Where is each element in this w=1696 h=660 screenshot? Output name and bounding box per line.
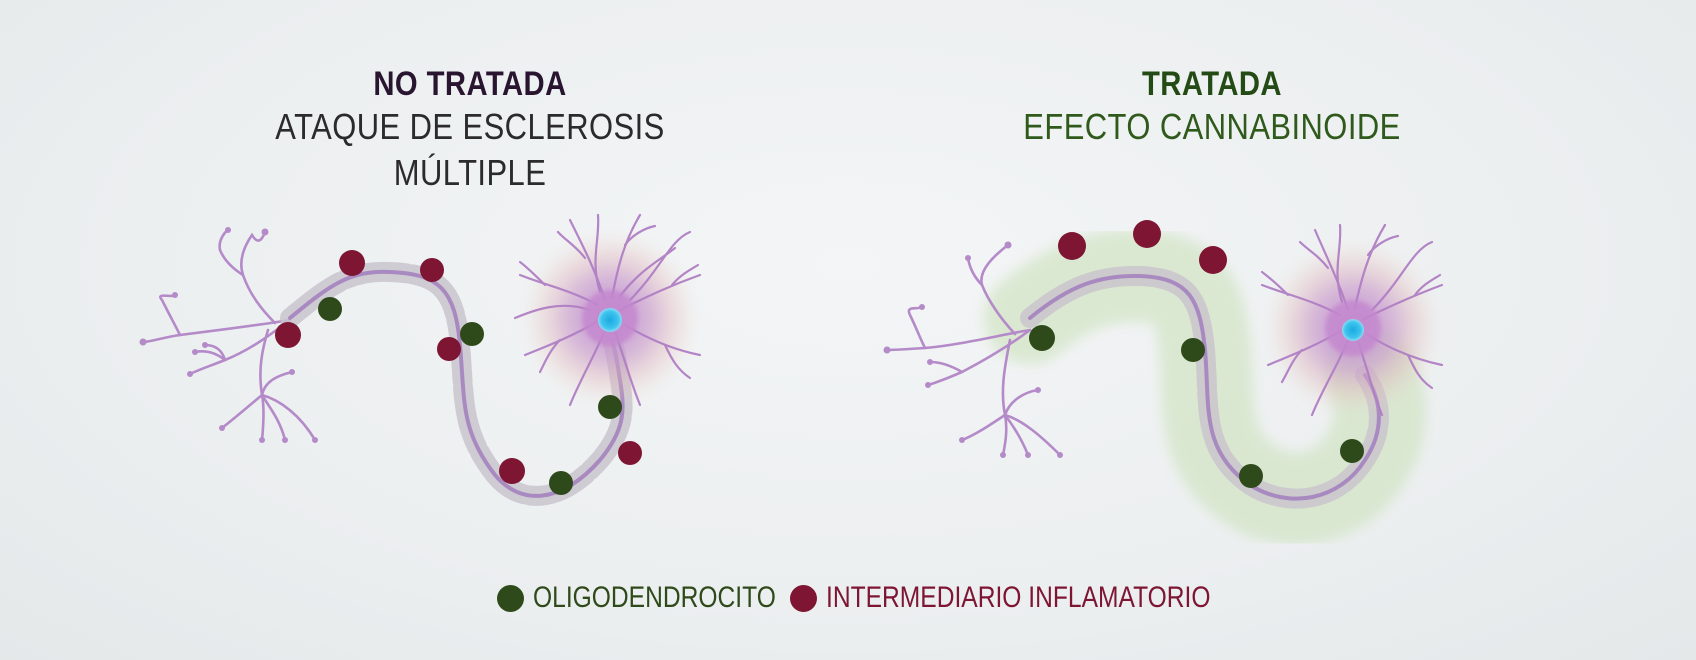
untreated-inflammatory-mediators (275, 250, 642, 484)
treated-inflammatory-mediators (1058, 220, 1227, 274)
untreated-subtitle: ATAQUE DE ESCLEROSIS MÚLTIPLE (275, 106, 665, 193)
legend-item-inflammatory: INTERMEDIARIO INFLAMATORIO (790, 578, 1295, 618)
untreated-oligodendrocytes (318, 297, 622, 495)
untreated-panel-header: NO TRATADA ATAQUE DE ESCLEROSIS MÚLTIPLE (170, 64, 770, 196)
treated-terminal-buttons (883, 241, 1063, 458)
treated-axon-terminal (885, 243, 1062, 457)
treated-neuron (883, 220, 1444, 545)
untreated-terminal-buttons (139, 227, 318, 443)
inflammatory-label: INTERMEDIARIO INFLAMATORIO (826, 581, 1211, 614)
treated-subtitle: EFECTO CANNABINOIDE (1023, 106, 1401, 147)
oligodendrocyte-swatch (497, 584, 524, 612)
treated-cell-body (1260, 223, 1444, 417)
legend: OLIGODENDROCITO INTERMEDIARIO INFLAMATOR… (0, 578, 1696, 618)
treated-oligodendrocytes (1029, 325, 1364, 488)
untreated-nucleus (598, 308, 622, 332)
treated-axon (1028, 273, 1381, 501)
treated-panel-header: TRATADA EFECTO CANNABINOIDE (912, 64, 1512, 150)
untreated-axon-terminal (141, 228, 317, 442)
untreated-title: NO TRATADA (373, 65, 567, 103)
legend-item-oligodendrocyte: OLIGODENDROCITO (497, 578, 829, 618)
oligodendrocyte-label: OLIGODENDROCITO (533, 581, 776, 614)
treated-title: TRATADA (1142, 65, 1282, 103)
untreated-neuron (139, 213, 702, 506)
inflammatory-swatch (790, 584, 817, 612)
untreated-cell-body (513, 213, 702, 407)
treated-nucleus (1342, 319, 1364, 341)
